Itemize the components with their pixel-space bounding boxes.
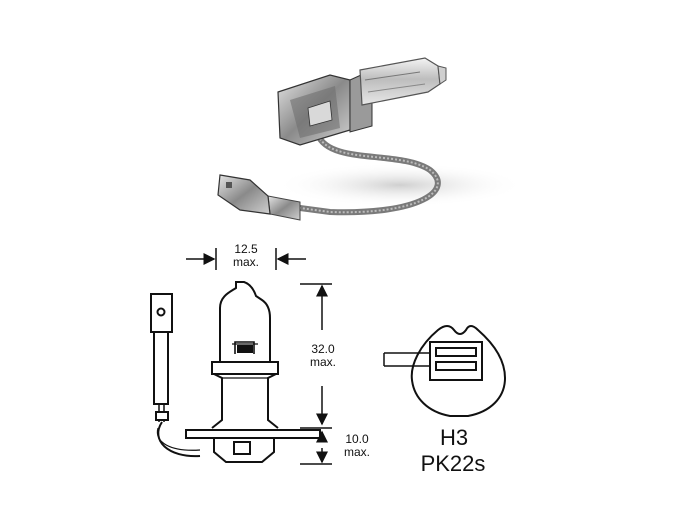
bulb-type-label: H3	[439, 425, 469, 450]
base-value: 10.0	[345, 432, 369, 446]
base-front-view	[383, 325, 507, 417]
glass-capsule	[359, 57, 447, 106]
width-value: 12.5	[234, 242, 258, 256]
side-view-drawing	[150, 281, 321, 463]
plug-outline	[150, 293, 173, 333]
bulb-holder	[277, 69, 373, 146]
bulb-photo	[217, 57, 525, 221]
height-value: 32.0	[311, 342, 335, 356]
dimension-lines	[186, 248, 332, 465]
height-suffix: max.	[309, 355, 336, 369]
base-suffix: max.	[343, 445, 370, 459]
bulb-base-label: PK22s	[420, 451, 486, 476]
plug-terminal	[217, 174, 301, 221]
height-dimension: 32.0 max.	[298, 343, 348, 369]
width-dimension: 12.5 max.	[218, 243, 274, 269]
base-dimension: 10.0 max.	[334, 433, 380, 459]
shadow	[275, 163, 525, 207]
width-suffix: max.	[232, 255, 259, 269]
glass-outline	[219, 281, 271, 363]
